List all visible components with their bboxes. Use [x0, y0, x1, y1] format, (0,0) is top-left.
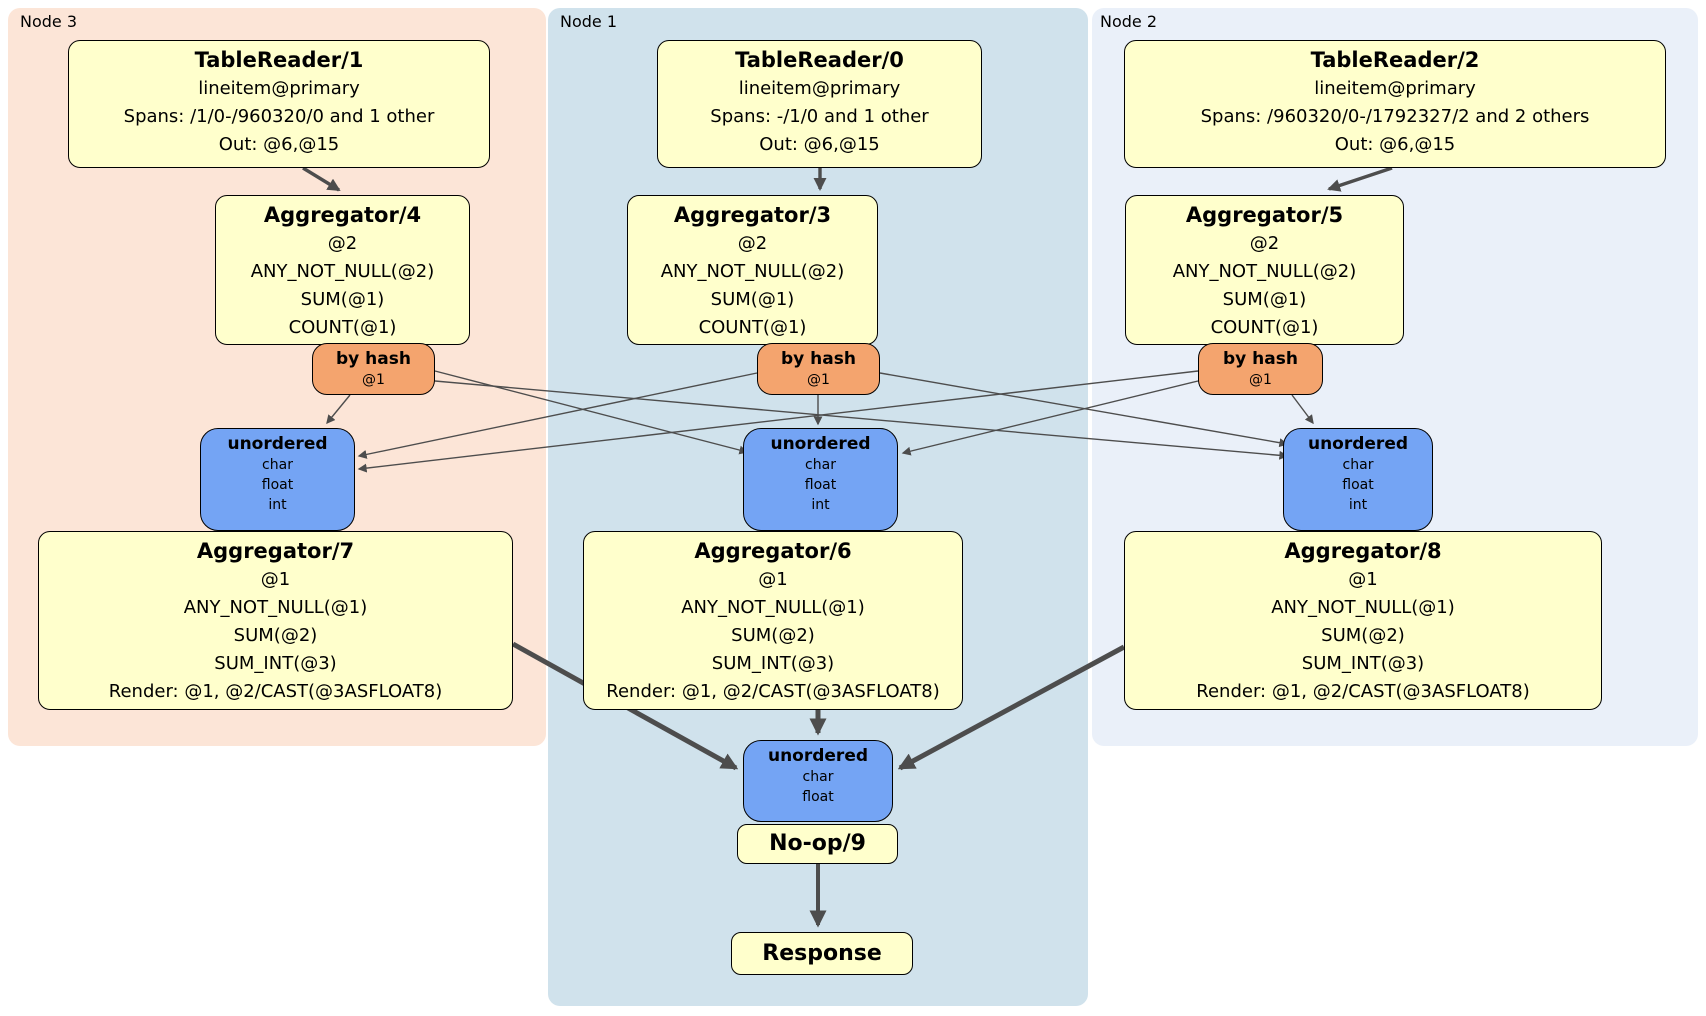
node-detail: Out: @6,@15: [759, 134, 880, 155]
node-detail: SUM(@1): [710, 289, 795, 310]
aggregator-8-node: Aggregator/8 @1 ANY_NOT_NULL(@1) SUM(@2)…: [1124, 531, 1602, 710]
node-title: Aggregator/6: [694, 539, 852, 563]
sync-detail: char: [262, 457, 293, 473]
edge-agg8-unout: [897, 644, 1126, 771]
router-title: by hash: [781, 349, 856, 369]
edge-tr1-agg4: [302, 166, 341, 192]
tablereader-1-node: TableReader/1 lineitem@primary Spans: /1…: [68, 40, 490, 168]
node-detail: SUM_INT(@3): [214, 653, 337, 674]
router-detail: @1: [807, 372, 830, 388]
aggregator-3-node: Aggregator/3 @2 ANY_NOT_NULL(@2) SUM(@1)…: [627, 195, 878, 345]
node-detail: @1: [1348, 569, 1378, 590]
node3-label: Node 3: [20, 12, 78, 31]
node-detail: @2: [737, 233, 768, 254]
node-detail: lineitem@primary: [738, 78, 901, 99]
node-detail: ANY_NOT_NULL(@2): [250, 261, 435, 282]
sync-detail: float: [1342, 477, 1374, 493]
node-title: No-op/9: [769, 831, 866, 856]
node2-label: Node 2: [1100, 12, 1158, 31]
node-detail: Spans: /960320/0-/1792327/2 and 2 others: [1200, 106, 1590, 127]
unordered-sync-1: unordered char float int: [743, 428, 898, 531]
node-detail: ANY_NOT_NULL(@2): [660, 261, 845, 282]
sync-title: unordered: [767, 746, 869, 766]
node-title: TableReader/2: [1310, 48, 1480, 72]
node-title: Aggregator/8: [1284, 539, 1442, 563]
node-detail: COUNT(@1): [698, 317, 807, 338]
node-detail: lineitem@primary: [198, 78, 360, 99]
node-detail: ANY_NOT_NULL(@2): [1172, 261, 1357, 282]
node-detail: SUM_INT(@3): [711, 653, 835, 674]
hash-router-2: by hash @1: [1198, 343, 1323, 395]
router-title: by hash: [336, 349, 411, 369]
router-detail: @1: [1249, 372, 1272, 388]
node-title: Aggregator/3: [673, 203, 832, 227]
sync-detail: int: [1348, 497, 1368, 513]
node-detail: SUM_INT(@3): [1301, 653, 1425, 674]
aggregator-7-node: Aggregator/7 @1 ANY_NOT_NULL(@1) SUM(@2)…: [38, 531, 513, 710]
noop-node: No-op/9: [737, 824, 898, 864]
edge-hash3-un2: [434, 380, 1289, 460]
node-detail: @1: [260, 569, 291, 590]
sync-detail: char: [1342, 457, 1374, 473]
node-detail: @1: [758, 569, 788, 590]
edge-hash2-un3: [357, 370, 1199, 473]
sync-title: unordered: [1307, 434, 1409, 454]
hash-router-3: by hash @1: [312, 343, 435, 395]
edge-tr2-agg5: [1327, 166, 1393, 192]
aggregator-6-node: Aggregator/6 @1 ANY_NOT_NULL(@1) SUM(@2)…: [583, 531, 963, 710]
sync-detail: char: [805, 457, 836, 473]
node-detail: Render: @1, @2/CAST(@3ASFLOAT8): [606, 681, 940, 702]
node-detail: @2: [1249, 233, 1280, 254]
node-title: TableReader/0: [735, 48, 904, 72]
unordered-sync-output: unordered char float: [743, 740, 893, 822]
node-detail: ANY_NOT_NULL(@1): [681, 597, 865, 618]
unordered-sync-2: unordered char float int: [1283, 428, 1433, 531]
node-detail: Render: @1, @2/CAST(@3ASFLOAT8): [1196, 681, 1530, 702]
router-title: by hash: [1223, 349, 1298, 369]
node-detail: Render: @1, @2/CAST(@3ASFLOAT8): [108, 681, 443, 702]
edge-hash2-un1: [901, 380, 1199, 456]
node-detail: SUM(@2): [731, 625, 815, 646]
node-detail: Spans: -/1/0 and 1 other: [710, 106, 929, 127]
node-detail: lineitem@primary: [1314, 78, 1476, 99]
node-title: Aggregator/7: [196, 539, 355, 563]
tablereader-2-node: TableReader/2 lineitem@primary Spans: /9…: [1124, 40, 1666, 168]
hash-router-1: by hash @1: [757, 343, 880, 395]
sync-title: unordered: [227, 434, 328, 454]
sync-detail: char: [802, 769, 834, 785]
node-detail: Spans: /1/0-/960320/0 and 1 other: [123, 106, 435, 127]
sync-detail: int: [811, 497, 830, 513]
sync-detail: int: [268, 497, 287, 513]
node-detail: @2: [327, 233, 358, 254]
node-detail: COUNT(@1): [1210, 317, 1319, 338]
edge-hash2-un2: [1291, 394, 1314, 425]
tablereader-0-node: TableReader/0 lineitem@primary Spans: -/…: [657, 40, 982, 168]
node-detail: SUM(@2): [233, 625, 318, 646]
node-title: Aggregator/5: [1185, 203, 1344, 227]
sync-detail: float: [261, 477, 294, 493]
edge-hash3-un3: [326, 394, 351, 425]
node-detail: SUM(@2): [1321, 625, 1405, 646]
node-detail: ANY_NOT_NULL(@1): [1271, 597, 1455, 618]
node-detail: SUM(@1): [300, 289, 385, 310]
router-detail: @1: [362, 372, 385, 388]
node-detail: Out: @6,@15: [218, 134, 340, 155]
sync-detail: float: [804, 477, 837, 493]
node-title: Aggregator/4: [263, 203, 422, 227]
node-detail: Out: @6,@15: [1334, 134, 1456, 155]
aggregator-4-node: Aggregator/4 @2 ANY_NOT_NULL(@2) SUM(@1)…: [215, 195, 470, 345]
aggregator-5-node: Aggregator/5 @2 ANY_NOT_NULL(@2) SUM(@1)…: [1125, 195, 1404, 345]
node-detail: COUNT(@1): [288, 317, 397, 338]
node-title: Response: [762, 940, 882, 966]
node-title: TableReader/1: [194, 48, 364, 72]
sync-detail: float: [802, 789, 834, 805]
edge-hash3-un1: [434, 370, 749, 455]
unordered-sync-3: unordered char float int: [200, 428, 355, 531]
response-node: Response: [731, 932, 913, 975]
edge-hash1-un3: [357, 372, 758, 459]
node1-label: Node 1: [560, 12, 618, 31]
sync-title: unordered: [770, 434, 871, 454]
node-detail: SUM(@1): [1222, 289, 1307, 310]
node-detail: ANY_NOT_NULL(@1): [183, 597, 368, 618]
